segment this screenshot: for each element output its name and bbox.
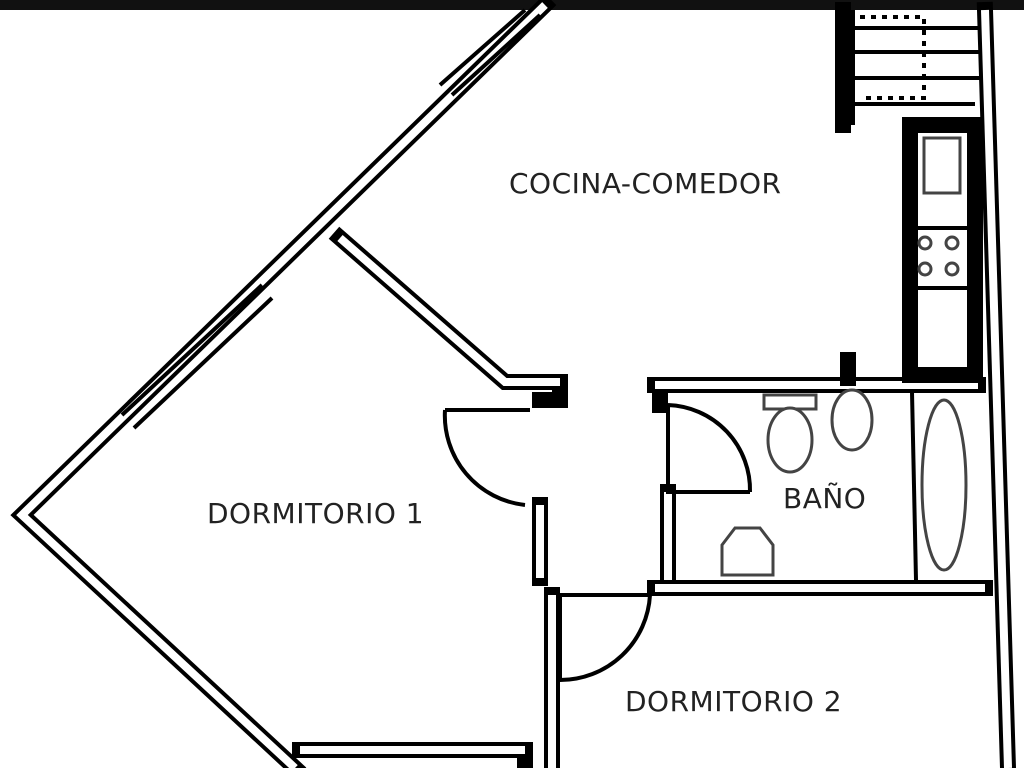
top-bar [0,0,1024,10]
bidet-icon [830,388,874,452]
door-dormitorio-2 [558,593,652,683]
door-bano [666,403,753,494]
room-label-bano: BAÑO [783,482,867,515]
doors [442,403,753,683]
bathtub-icon [920,398,968,572]
room-label-cocina-comedor: COCINA-COMEDOR [509,167,782,200]
kitchen-sink-icon [922,136,962,195]
toilet-icon [762,393,818,474]
walls [10,0,1017,768]
room-label-dormitorio-2: DORMITORIO 2 [625,685,843,718]
bath-sink-icon [720,526,775,577]
fixtures [720,136,968,577]
room-label-dormitorio-1: DORMITORIO 1 [207,497,425,530]
stove-icon [917,235,960,277]
windows [120,8,542,430]
door-dormitorio-1 [442,408,530,507]
